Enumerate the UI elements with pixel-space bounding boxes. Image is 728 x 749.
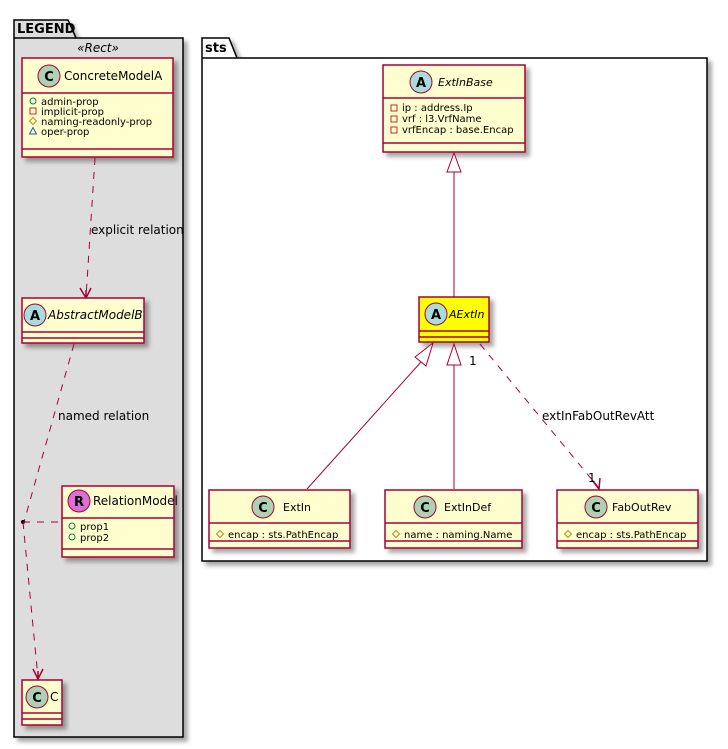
class-name: ExtInBase [438, 76, 493, 89]
sts-package: sts A ExtInBase ip : address.Ip vrf : l3… [201, 37, 708, 562]
attribute: oper-prop [41, 127, 89, 138]
class-ext-in[interactable]: C ExtIn encap : sts.PathEncap [208, 489, 351, 549]
class-kind-letter: C [258, 501, 268, 516]
relation-kind-icon [67, 489, 91, 513]
package-visibility-icon [28, 126, 38, 135]
attribute: name : naming.Name [404, 530, 512, 541]
protected-visibility-icon [391, 529, 401, 539]
inheritance-edge-extin-aextin [306, 341, 434, 490]
protected-visibility-icon [215, 529, 225, 539]
attribute: prop1 [80, 522, 109, 533]
explicit-relation-label: explicit relation [91, 223, 184, 237]
public-visibility-icon [68, 533, 76, 541]
class-kind-icon [25, 685, 49, 709]
private-visibility-icon [29, 107, 37, 115]
abstract-kind-icon [409, 70, 433, 94]
class-name: C [50, 690, 58, 704]
source-multiplicity: 1 [469, 354, 477, 368]
attribute: implicit-prop [41, 107, 104, 118]
class-kind-letter: A [30, 309, 40, 324]
class-name: RelationModel [93, 494, 178, 508]
class-kind-letter: C [420, 501, 430, 516]
protected-visibility-icon [563, 529, 573, 539]
class-name: AbstractModelB [47, 308, 143, 322]
association-label: extInFabOutRevAtt [542, 409, 655, 423]
class-name: ExtIn [283, 501, 311, 514]
class-concrete-model-a[interactable]: C ConcreteModelA admin-prop implicit-pro… [21, 57, 174, 158]
class-a-ext-in[interactable]: A AExtIn [418, 296, 490, 343]
attribute: encap : sts.PathEncap [576, 530, 686, 541]
class-kind-letter: C [32, 691, 42, 706]
attribute: naming-readonly-prop [41, 117, 152, 128]
class-kind-letter: A [416, 76, 426, 91]
legend-stereotype: «Rect» [77, 41, 119, 55]
explicit-relation-edge: explicit relation [79, 157, 184, 300]
abstract-kind-icon [424, 302, 448, 326]
association-edge-extinfaboutrevatt: 1 1 extInFabOutRevAtt [469, 343, 655, 491]
attribute: vrfEncap : base.Encap [402, 125, 514, 136]
named-relation-label: named relation [58, 409, 149, 423]
class-ext-in-base[interactable]: A ExtInBase ip : address.Ip vrf : l3.Vrf… [382, 64, 526, 153]
inheritance-edge-extindef-aextin [446, 342, 462, 489]
legend-title: LEGEND [17, 22, 76, 37]
attribute: prop2 [80, 533, 109, 544]
target-multiplicity: 1 [588, 471, 596, 485]
public-visibility-icon [68, 522, 76, 530]
class-ext-in-def[interactable]: C ExtInDef name : naming.Name [384, 489, 523, 549]
public-visibility-icon [29, 97, 37, 105]
class-name: AExtIn [448, 308, 485, 321]
class-name: ConcreteModelA [64, 69, 163, 83]
abstract-kind-icon [23, 303, 47, 327]
private-visibility-icon [390, 115, 398, 123]
named-relation-edge: named relation [21, 343, 149, 681]
class-kind-icon [251, 495, 275, 519]
class-kind-letter: C [44, 70, 54, 85]
class-kind-icon [37, 64, 61, 88]
attribute: encap : sts.PathEncap [228, 530, 338, 541]
class-kind-letter: R [74, 495, 84, 510]
attribute: vrf : l3.VrfName [402, 114, 482, 125]
class-name: ExtInDef [444, 501, 492, 514]
attribute: admin-prop [41, 97, 99, 108]
class-name: FabOutRev [612, 501, 672, 514]
class-fab-out-rev[interactable]: C FabOutRev encap : sts.PathEncap [556, 489, 699, 549]
class-kind-icon [413, 495, 437, 519]
class-kind-icon [584, 495, 608, 519]
class-kind-letter: A [431, 308, 441, 323]
inheritance-edge-aextin-extinbase [446, 151, 462, 297]
private-visibility-icon [390, 104, 398, 112]
class-c[interactable]: C C [21, 679, 63, 726]
class-kind-letter: C [591, 501, 601, 516]
class-relation-model[interactable]: R RelationModel prop1 prop2 [61, 485, 178, 558]
sts-title: sts [205, 41, 227, 56]
legend-package: LEGEND «Rect» C ConcreteModelA admin-pro… [13, 19, 184, 738]
attribute: ip : address.Ip [402, 103, 473, 114]
private-visibility-icon [390, 126, 398, 134]
class-abstract-model-b[interactable]: A AbstractModelB [21, 297, 145, 344]
protected-visibility-icon [28, 116, 38, 126]
